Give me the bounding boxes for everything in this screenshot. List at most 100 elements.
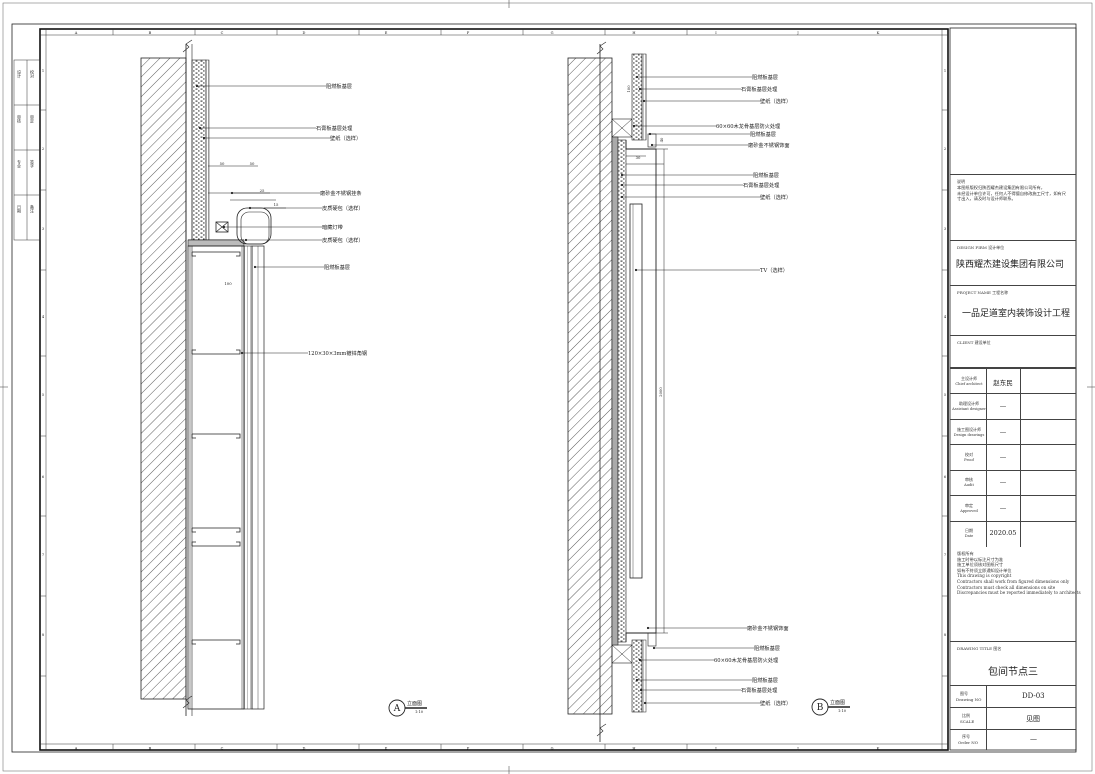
staff-value: 赵东民 — [993, 378, 1013, 387]
callout-label: 阻燃板基层 — [752, 676, 778, 684]
detail-a-bubble: A — [393, 704, 401, 714]
dimension-value: 25 — [260, 188, 265, 193]
callout-label: 阻燃板基层 — [754, 644, 780, 652]
detail-b-bubble: B — [817, 703, 824, 713]
callout-label: 暗藏灯带 — [322, 223, 343, 231]
column-letter: A — [74, 31, 78, 35]
company-name: 陕西耀杰建设集团有限公司 — [956, 260, 1065, 270]
column-letter: B — [149, 31, 152, 35]
staff-role-cn: 审定 — [965, 502, 973, 508]
staff-role-en: Chief architect — [955, 381, 983, 386]
staff-role-en: Approved — [960, 508, 978, 513]
column-letter: K — [877, 31, 880, 35]
column-letter: J — [796, 31, 799, 35]
staff-value: — — [999, 503, 1007, 512]
column-letter: I — [715, 31, 717, 35]
stamp-label: 校对 — [30, 70, 35, 78]
row-number: 5 — [944, 393, 947, 397]
drawing-no: DD-03 — [1022, 692, 1045, 700]
detail-a-callouts: 阻燃板基层石膏板基层处理壁纸（选样）磨砂金不锈钢挂条皮质硬包（选样）暗藏灯带皮质… — [195, 82, 367, 357]
callout-label: 60×60木龙骨基层防火处理 — [714, 656, 779, 664]
staff-role-en: Audit — [964, 483, 974, 488]
detail-a-section — [140, 39, 286, 716]
drawing-title-label: DRAWING TITLE 图名 — [957, 646, 1002, 651]
staff-value: — — [999, 402, 1007, 411]
project-name: 一品足道室内装饰设计工程 — [962, 309, 1071, 319]
callout-label: 阻燃板基层 — [752, 73, 778, 81]
callout-label: 壁纸（选样） — [760, 193, 791, 201]
notes-body: 本图纸版权归陕西耀杰建设集团有限公司所有， 未经设计单位许可，任何人不得擅自修改… — [957, 185, 1066, 202]
row-number: 2 — [42, 147, 44, 151]
callout-label: 60×60木龙骨基层防火处理 — [716, 122, 781, 130]
staff-role-cn: 主设计师 — [961, 375, 977, 381]
staff-role-cn: 审核 — [965, 477, 973, 483]
detail-a-title: A 立面图 1:10 — [388, 699, 427, 717]
detail-a-caption: 立面图 — [407, 700, 422, 707]
callout-label: 阻燃板基层 — [753, 171, 779, 179]
left-stamp-column — [13, 59, 41, 241]
callout-dot — [195, 84, 199, 88]
dimension-value: 40 — [659, 137, 664, 142]
callout-dot — [652, 646, 656, 650]
title-block: 说明 本图纸版权归陕西耀杰建设集团有限公司所有， 未经设计单位许可，任何人不得擅… — [950, 28, 1081, 750]
detail-b-title: B 立面图 1:10 — [811, 698, 850, 716]
callout-dot — [650, 143, 654, 147]
column-letter: C — [221, 746, 224, 750]
callout-dot — [244, 238, 248, 242]
stamp-label: 审定 — [30, 115, 35, 123]
column-letter: D — [303, 746, 306, 750]
dimension-value: 50 — [250, 161, 255, 166]
design-firm-label: DESIGN FIRM 设计单位 — [957, 245, 1005, 250]
staff-role-cn: 助理设计师 — [959, 401, 979, 407]
callout-label: 阻燃板基层 — [750, 130, 776, 138]
column-letter: E — [385, 31, 388, 35]
detail-a-scale: 1:10 — [415, 710, 424, 714]
order-cell: 序号 Order NO — — [950, 730, 1076, 750]
order-value: — — [1030, 735, 1037, 743]
project-label: PROJECT NAME 工程名称 — [957, 290, 1009, 295]
detail-b-callouts: 阻燃板基层石膏板基层处理壁纸（选样）60×60木龙骨基层防火处理阻燃板基层磨砂金… — [620, 73, 791, 707]
callout-dot — [639, 688, 643, 692]
callout-dot — [222, 225, 226, 229]
staff-role-en: Proof — [964, 457, 974, 462]
callout-dot — [642, 99, 646, 103]
order-label-en: Order NO — [958, 740, 979, 745]
dimension-value: 30 — [636, 155, 641, 160]
column-letter: H — [632, 746, 635, 750]
title-block-blank — [950, 28, 1076, 175]
column-letter: D — [303, 31, 306, 35]
callout-label: 磨砂金不锈钢饰面 — [747, 624, 789, 632]
staff-value: 2020.05 — [989, 529, 1017, 538]
scale-cell: 比例 SCALE 见图 — [950, 708, 1076, 730]
callout-dot — [632, 124, 636, 128]
callout-dot — [253, 265, 257, 269]
client-cell: CLIENT 建设单位 — [950, 336, 1076, 368]
column-letter: I — [715, 746, 717, 750]
callout-dot — [620, 173, 624, 177]
row-number: 7 — [944, 553, 947, 557]
drawing-title: 包间节点三 — [988, 667, 1038, 678]
callout-dot — [240, 351, 244, 355]
row-number: 1 — [42, 69, 44, 73]
row-number: 3 — [944, 227, 947, 231]
callout-dot — [643, 701, 647, 705]
column-letter: G — [551, 746, 554, 750]
callout-dot — [635, 678, 639, 682]
stamp-label: 设计 — [17, 70, 22, 78]
stamp-label: 日期 — [17, 205, 22, 213]
drawing-no-label-cn: 图号 — [960, 691, 968, 696]
callout-label: 石膏板基层处理 — [741, 686, 778, 694]
row-number: 4 — [42, 315, 45, 319]
staff-value: — — [999, 478, 1007, 487]
callout-label: 磨砂金不锈钢饰面 — [748, 141, 790, 149]
project-cell: PROJECT NAME 工程名称 一品足道室内装饰设计工程 — [950, 286, 1076, 336]
title-block-frame — [949, 27, 1077, 751]
callout-label: 阻燃板基层 — [324, 263, 350, 271]
callout-label: 皮质硬包（选样） — [322, 236, 364, 244]
